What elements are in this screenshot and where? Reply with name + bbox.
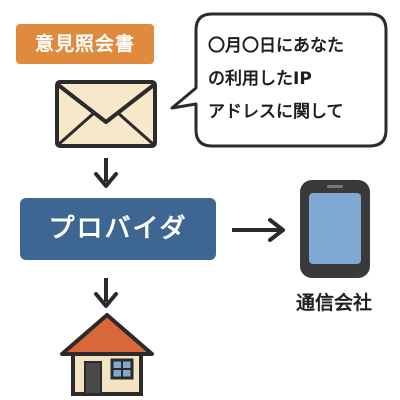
- provider-box: [20, 198, 216, 260]
- speech-bubble-text: 〇月〇日にあなた の利用したIP アドレスに関して: [208, 30, 380, 129]
- provider-label: プロバイダ: [48, 214, 188, 244]
- speech-line: の利用したIP: [208, 69, 312, 89]
- speech-bubble: [170, 12, 388, 148]
- envelope-icon: [55, 80, 157, 148]
- arrow-right-icon: [232, 218, 285, 242]
- smartphone-icon: [300, 180, 370, 278]
- inquiry-document-label: 意見照会書: [16, 24, 154, 64]
- arrow-down-icon: [94, 278, 118, 308]
- arrow-down-icon: [94, 158, 118, 188]
- speech-line: 〇月〇日にあなた: [208, 36, 344, 56]
- carrier-label: 通信会社: [295, 292, 372, 314]
- house-icon: [60, 313, 154, 396]
- speech-line: アドレスに関して: [208, 102, 344, 122]
